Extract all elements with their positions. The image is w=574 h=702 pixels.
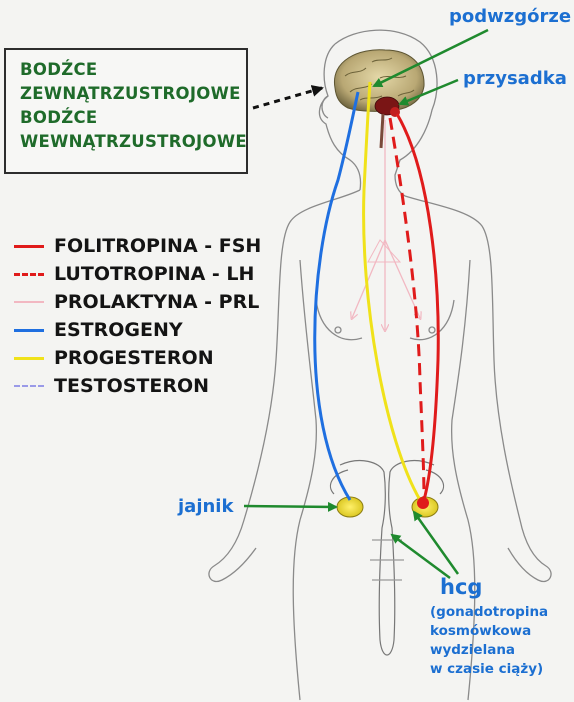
hcg-pointer-left <box>392 535 450 578</box>
stimuli-line: ZEWNĄTRZUSTROJOWE <box>20 82 236 106</box>
legend-label: ESTROGENY <box>54 316 183 344</box>
legend-item: TESTOSTERON <box>14 372 274 400</box>
legend-label: LUTOTROPINA - LH <box>54 260 254 288</box>
hcg-note: (gonadotropina kosmówkowa wydzielana w c… <box>430 603 570 679</box>
legend-swatch <box>14 301 44 303</box>
legend-swatch <box>14 357 44 360</box>
stimuli-line: WEWNĄTRZUSTROJOWE <box>20 130 236 154</box>
hcg-note-line: (gonadotropina <box>430 603 570 622</box>
hcg-pointer-right <box>414 512 458 574</box>
ovary-pointer <box>244 506 336 507</box>
stimuli-line: BODŹCE <box>20 58 236 82</box>
label-ovary: jajnik <box>178 496 233 517</box>
label-hcg: hcg <box>440 575 482 599</box>
hcg-note-line: kosmówkowa <box>430 622 570 641</box>
legend-swatch <box>14 245 44 248</box>
stimuli-box: BODŹCE ZEWNĄTRZUSTROJOWE BODŹCE WEWNĄTRZ… <box>4 48 248 174</box>
legend-item: LUTOTROPINA - LH <box>14 260 274 288</box>
label-pituitary: przysadka <box>463 68 567 89</box>
legend-swatch <box>14 329 44 332</box>
hcg-note-line: w czasie ciąży) <box>430 660 570 679</box>
legend-item: PROLAKTYNA - PRL <box>14 288 274 316</box>
label-hypothalamus: podwzgórze <box>449 6 571 27</box>
legend-swatch <box>14 385 44 387</box>
legend-swatch <box>14 273 44 276</box>
legend: FOLITROPINA - FSH LUTOTROPINA - LH PROLA… <box>14 232 274 400</box>
hcg-note-line: wydzielana <box>430 641 570 660</box>
stimuli-arrow <box>253 88 322 108</box>
legend-item: ESTROGENY <box>14 316 274 344</box>
legend-label: PROGESTERON <box>54 344 214 372</box>
legend-item: PROGESTERON <box>14 344 274 372</box>
legend-label: FOLITROPINA - FSH <box>54 232 261 260</box>
stimuli-line: BODŹCE <box>20 106 236 130</box>
legend-label: TESTOSTERON <box>54 372 209 400</box>
legend-item: FOLITROPINA - FSH <box>14 232 274 260</box>
legend-label: PROLAKTYNA - PRL <box>54 288 259 316</box>
